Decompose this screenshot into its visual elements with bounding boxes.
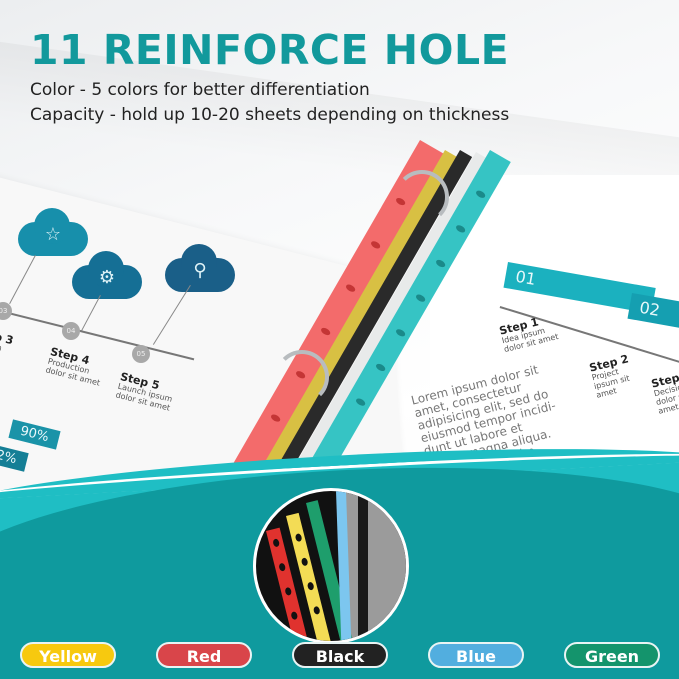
cloud-rocket: ⚲ [165, 244, 235, 292]
color-pill-yellow: Yellow [20, 642, 116, 668]
feature-color: Color - 5 colors for better differentiat… [30, 80, 370, 100]
star-icon: ☆ [44, 224, 62, 245]
feature-capacity: Capacity - hold up 10-20 sheets dependin… [30, 105, 510, 125]
cloud-gear: ⚙ [72, 251, 142, 299]
timeline-node: 05 [132, 345, 150, 363]
color-pill-red: Red [156, 642, 252, 668]
clear-sleeve [344, 491, 406, 641]
color-options: Yellow Red Black Blue Green [0, 642, 679, 672]
headline: 11 REINFORCE HOLE [30, 26, 510, 74]
inset-black-strip [358, 491, 368, 641]
gear-icon: ⚙ [98, 267, 116, 288]
timeline-node: 04 [62, 322, 80, 340]
binder-ring-top [395, 170, 449, 224]
color-pill-blue: Blue [428, 642, 524, 668]
inset-closeup [253, 488, 409, 644]
rocket-icon: ⚲ [193, 260, 207, 281]
color-pill-black: Black [292, 642, 388, 668]
binder-ring-bottom [275, 350, 329, 404]
timeline-node: 03 [0, 302, 12, 320]
cloud-star: ☆ [18, 208, 88, 256]
color-pill-green: Green [564, 642, 660, 668]
